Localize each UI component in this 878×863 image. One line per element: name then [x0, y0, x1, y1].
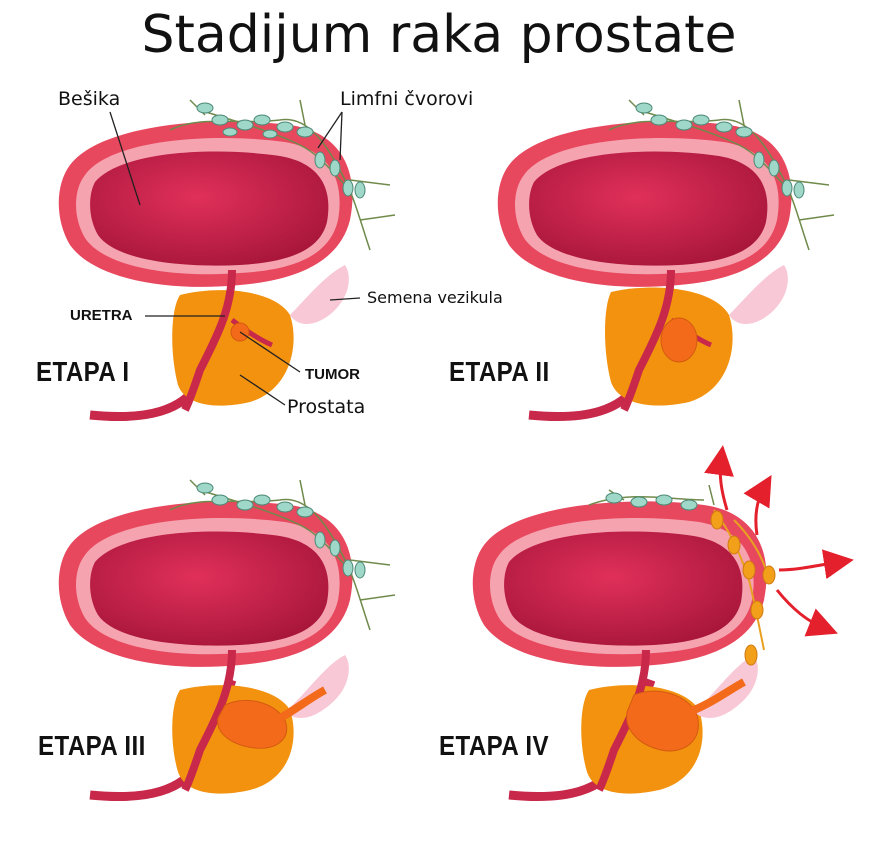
label-lymph-nodes: Limfni čvorovi: [340, 88, 474, 110]
label-bladder: Bešika: [58, 88, 121, 110]
stage-panel-3: ETAPA III: [0, 450, 439, 830]
prostate-illustration-4: [472, 445, 854, 801]
bladder-inner: [90, 151, 329, 266]
seminal-vesicle-shape: [290, 265, 349, 325]
stage-label: ETAPA II: [449, 356, 550, 387]
page-title: Stadijum raka prostate: [141, 5, 737, 65]
label-seminal-vesicle: Semena vezikula: [367, 288, 503, 307]
prostate-illustration-1: [58, 99, 396, 421]
lymph-node-cluster: [605, 492, 698, 511]
tumor-shape: [626, 690, 699, 752]
label-tumor: TUMOR: [305, 366, 360, 383]
lymph-node-cluster: [635, 102, 805, 199]
stage-label: ETAPA III: [38, 730, 146, 761]
prostate-illustration-3: [58, 479, 396, 801]
label-prostate: Prostata: [287, 396, 366, 418]
spread-arrows: [704, 445, 854, 637]
stage-panel-2: ETAPA II: [439, 70, 878, 450]
tumor-shape: [660, 317, 698, 363]
affected-lymph-nodes: [710, 510, 776, 666]
lymph-node-cluster: [196, 482, 366, 579]
tumor-shape: [230, 322, 250, 342]
stage-label: ETAPA I: [36, 356, 130, 387]
stage-panel-4: ETAPA IV: [439, 445, 878, 830]
lymph-node-cluster: [196, 102, 366, 199]
label-urethra: URETRA: [70, 307, 133, 324]
prostate-illustration-2: [497, 99, 835, 421]
stage-panel-1: ETAPA I: [0, 70, 439, 450]
stage-label: ETAPA IV: [439, 730, 550, 761]
tumor-shape: [217, 699, 288, 749]
